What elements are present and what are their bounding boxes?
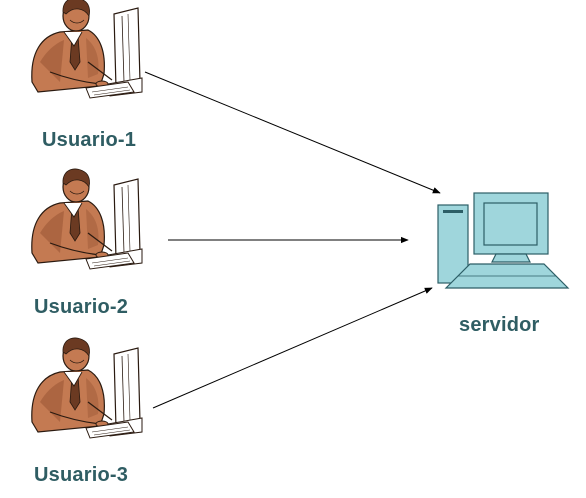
arrow-user3-to-server [152,287,433,409]
user-label-2: Usuario-2 [34,296,129,318]
user-icon-1 [31,0,143,99]
user-label-3: Usuario-3 [34,464,129,486]
user-label-1: Usuario-1 [42,129,137,151]
arrow-user1-to-server [144,71,441,194]
server-computer-icon [437,192,570,289]
server-label: servidor [459,314,540,336]
user-icon-3 [31,337,143,439]
user-icon-2 [31,168,143,270]
